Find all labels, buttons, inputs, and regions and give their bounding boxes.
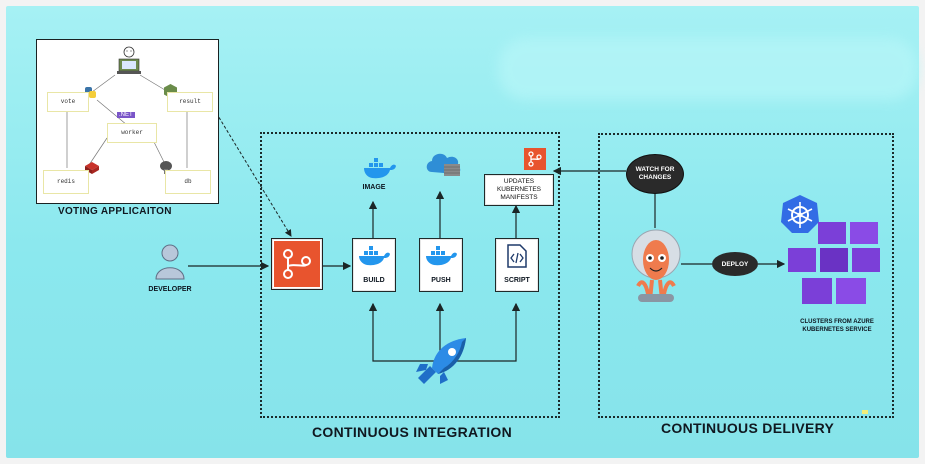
developer-icon [155, 244, 185, 280]
voting-app-title: VOTING APPLICAITON [58, 206, 172, 217]
voter-laptop-icon [117, 46, 141, 74]
diagram-canvas: vote result .NET worker redis db VOTING … [6, 6, 919, 458]
docker-image-icon [364, 158, 396, 179]
push-label: PUSH [431, 277, 451, 284]
voting-to-git-arrow [205, 95, 292, 237]
push-tile: PUSH [419, 238, 463, 292]
image-label: IMAGE [362, 184, 386, 191]
cluster-cube [818, 222, 846, 244]
updates-manifest-card: UPDATES KUBERNETES MANIFESTS [484, 174, 554, 206]
argocd-icon [631, 229, 681, 302]
cluster-cube [788, 248, 816, 272]
build-tile: BUILD [352, 238, 396, 292]
azure-pipelines-icon [416, 338, 466, 384]
worker-node: worker [107, 123, 157, 143]
cd-region [598, 133, 894, 418]
clusters-label: CLUSTERS FROM AZURE KUBERNETES SERVICE [800, 319, 874, 333]
ci-title: CONTINUOUS INTEGRATION [312, 424, 513, 440]
redis-node: redis [43, 170, 89, 194]
script-file-icon [507, 244, 527, 268]
script-label: SCRIPT [504, 277, 530, 284]
git-repo-tile [271, 238, 323, 290]
docker-build-icon [359, 246, 390, 266]
deploy-badge: DEPLOY [712, 252, 758, 276]
result-node: result [167, 92, 213, 112]
docker-push-icon [426, 246, 457, 266]
vote-node: vote [47, 92, 89, 112]
cluster-cube [820, 248, 848, 272]
deploy-label: DEPLOY [721, 260, 749, 268]
cluster-cube [852, 248, 880, 272]
updates-manifest-label: UPDATES KUBERNETES MANIFESTS [496, 178, 542, 201]
highlight-mark [862, 410, 868, 414]
cd-title: CONTINUOUS DELIVERY [661, 420, 835, 436]
cluster-cube [802, 278, 832, 304]
ci-region [260, 132, 560, 418]
dotnet-badge: .NET [117, 112, 135, 118]
developer-label: DEVELOPER [148, 286, 192, 293]
build-label: BUILD [363, 277, 385, 284]
watch-for-changes-badge: WATCH FOR CHANGES [626, 154, 684, 194]
watch-label: WATCH FOR CHANGES [635, 166, 675, 181]
db-node: db [165, 170, 211, 194]
cluster-cube [836, 278, 866, 304]
voting-app-panel: vote result .NET worker redis db [36, 39, 219, 204]
cluster-cube [850, 222, 878, 244]
aks-clusters-grid [788, 222, 884, 314]
registry-cloud-icon [426, 153, 461, 176]
script-tile: SCRIPT [495, 238, 539, 292]
kubernetes-icon [781, 195, 819, 233]
manifest-git-icon [524, 148, 546, 170]
background-highlight [498, 38, 918, 100]
git-icon [274, 241, 320, 287]
